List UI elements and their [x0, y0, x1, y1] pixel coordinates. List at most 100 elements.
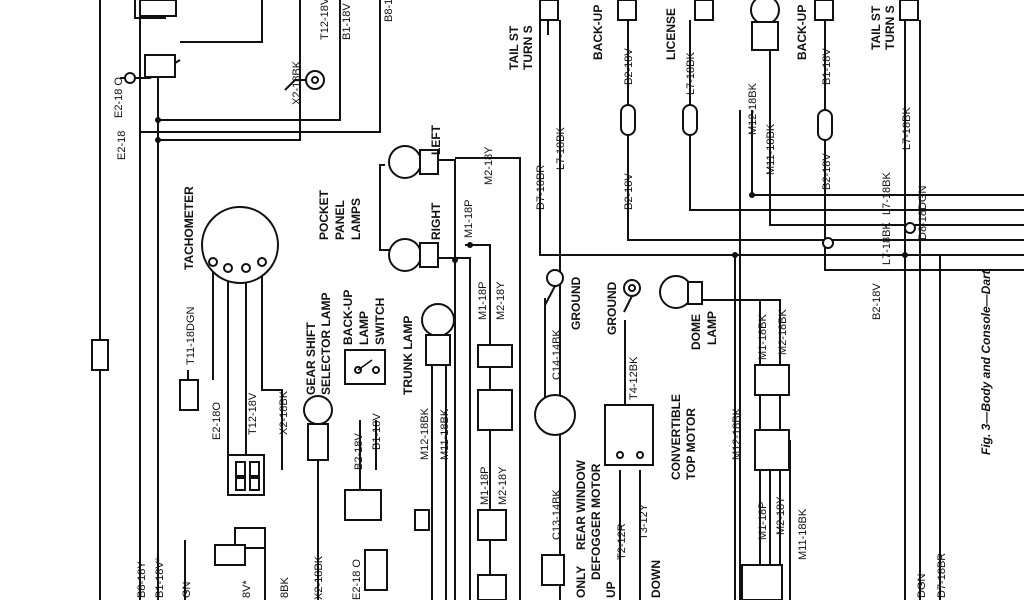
trunk-lamp [421, 303, 455, 366]
label-m1-18p-top: M1-18P [463, 199, 475, 238]
label-tail-stop-2b: TURN S [883, 5, 897, 50]
tachometer-plug [227, 454, 265, 496]
label-m12-18bk-1: M12-18BK [747, 82, 759, 135]
label-x2-18bk-low: X2-18BK [313, 555, 325, 600]
rear-window-defogger-motor [534, 394, 576, 586]
label-m12-18bk-trunk: M12-18BK [419, 407, 431, 460]
label-left: LEFT [429, 124, 443, 155]
label-b1-18v: B1-18V [341, 3, 353, 40]
label-backup-switch-3: SWITCH [373, 298, 387, 345]
label-ground-2: GROUND [605, 281, 619, 335]
label-l7-18bk-r3: L7-18BK [901, 107, 913, 150]
label-d7-18br: D7-18BR [535, 165, 547, 210]
label-t11-18dgn: T11-18DGN [185, 306, 197, 365]
ground-terminal-1 [544, 269, 564, 306]
label-x2-18bk-mid: X2-18BK [278, 390, 290, 435]
label-m2-18bk-dome: M2-18BK [777, 308, 789, 355]
inline-connector-left [91, 339, 199, 411]
label-b1-18v-r: B1-18V [821, 48, 833, 85]
label-b8-18: B8-18 [383, 0, 395, 22]
label-dgn-low: DGN [916, 574, 928, 599]
label-tail-stop-1b: TURN S [521, 25, 535, 70]
convertible-top-motor [604, 404, 654, 466]
middle-connectors [414, 344, 513, 600]
label-m2-18y-low: M2-18Y [497, 466, 509, 505]
label-tachometer: TACHOMETER [182, 186, 196, 270]
label-l7-18bk-r: L7-18BK [881, 172, 893, 215]
label-d7-18br-low: D7-18BR [936, 553, 948, 598]
label-backup-switch-1: BACK-UP [341, 290, 355, 345]
label-back-up-2: BACK-UP [795, 5, 809, 60]
label-e2-18o-low: E2-18 O [351, 559, 363, 600]
label-t2-12r: T2-12R [616, 523, 628, 560]
label-m2-18y-top: M2-18Y [483, 146, 495, 185]
dome-lamp [659, 275, 703, 309]
label-top-motor: TOP MOTOR [684, 408, 698, 480]
label-b1-18v-sel: B1-18V [371, 413, 383, 450]
label-b2-18v-r: B2-18V [821, 153, 833, 190]
label-defogger-motor: DEFOGGER MOTOR [589, 463, 603, 580]
label-selector-lamp: SELECTOR LAMP [319, 293, 333, 395]
label-e2-18-left: E2-18 [116, 131, 128, 160]
label-only: ONLY [574, 566, 588, 598]
label-m2-18y-mid: M2-18Y [495, 281, 507, 320]
label-ground-1: GROUND [569, 276, 583, 330]
label-t3-12y: T3-12Y [638, 503, 650, 540]
ground-terminal-2 [623, 279, 641, 313]
pocket-panel-lamp-right [388, 238, 439, 272]
lower-left-connectors [214, 489, 388, 591]
label-m11-18bk-trunk: M11-18BK [439, 408, 451, 460]
label-backup-switch-2: LAMP [357, 311, 371, 345]
label-m11-18bk-low: M11-18BK [797, 508, 809, 560]
gear-shift-selector-lamp [303, 395, 333, 461]
label-license: LICENSE [664, 8, 678, 60]
inline-bullets [620, 104, 833, 141]
label-m1-18p-mid: M1-18P [477, 281, 489, 320]
label-b2-18v-2: B2-18V [623, 173, 635, 210]
tachometer [201, 206, 279, 284]
top-left-connector [139, 0, 177, 78]
label-dome-lamp-1: DOME [689, 314, 703, 350]
label-trunk-lamp: TRUNK LAMP [401, 316, 415, 395]
label-lamps: LAMPS [349, 198, 363, 240]
ring-terminals [124, 72, 916, 249]
label-up: UP [604, 581, 618, 598]
label-e2-18o-mid: E2-18O [211, 402, 223, 440]
label-tail-stop-2: TAIL ST [869, 5, 883, 50]
label-b1-18v-low: B1-18V* [154, 556, 166, 598]
label-m2-18y-r: M2-18Y [775, 496, 787, 535]
backup-lamp-switch [344, 349, 386, 385]
label-m1-18p-r: M1-18P [757, 501, 769, 540]
label-t12-18v-mid: T12-18V [247, 392, 259, 435]
label-rear-window: REAR WINDOW [574, 459, 588, 550]
wire-labels: T12-18V B1-18V B8-18 E2-18 O X2-18BK E2-… [113, 0, 948, 600]
label-bk-low: 8BK [279, 577, 291, 598]
label-t12-18v: T12-18V [319, 0, 331, 40]
label-pocket: POCKET [317, 189, 331, 240]
label-dome-lamp-2: LAMP [705, 311, 719, 345]
label-b2-18v-1: B2-18V [623, 48, 635, 85]
label-gn-low: GN [181, 581, 193, 598]
wire-network [99, 0, 1024, 600]
label-e2-18o-top: E2-18 O [113, 77, 125, 118]
label-down: DOWN [649, 560, 663, 598]
label-b2-18v-r2: B2-18V [871, 283, 883, 320]
label-d8-18dgn: D8-18DGN [917, 186, 929, 240]
figure-caption: Fig. 3—Body and Console—Dart [979, 269, 993, 455]
label-convertible: CONVERTIBLE [669, 394, 683, 480]
label-m12-18bk-low: M12-18BK [731, 407, 743, 460]
label-m1-18p-low: M1-18P [479, 466, 491, 505]
label-c13-14bk: C13-14BK [551, 489, 563, 540]
label-c14-14bk: C14-14BK [551, 329, 563, 380]
label-m11-18bk-1: M11-18BK [765, 123, 777, 175]
label-panel: PANEL [333, 200, 347, 240]
pocket-panel-lamp-left [388, 145, 439, 179]
label-b8-18y-low: B8-18Y [136, 561, 148, 598]
label-m1-18bk-dome: M1-18BK [757, 313, 769, 360]
label-l7-18bk-2: L7-18BK [685, 52, 697, 95]
label-right: RIGHT [429, 202, 443, 240]
ground-terminal-top [284, 70, 325, 91]
label-gear-shift: GEAR SHIFT [304, 322, 318, 395]
label-t4-12bk: T4-12BK [628, 356, 640, 400]
